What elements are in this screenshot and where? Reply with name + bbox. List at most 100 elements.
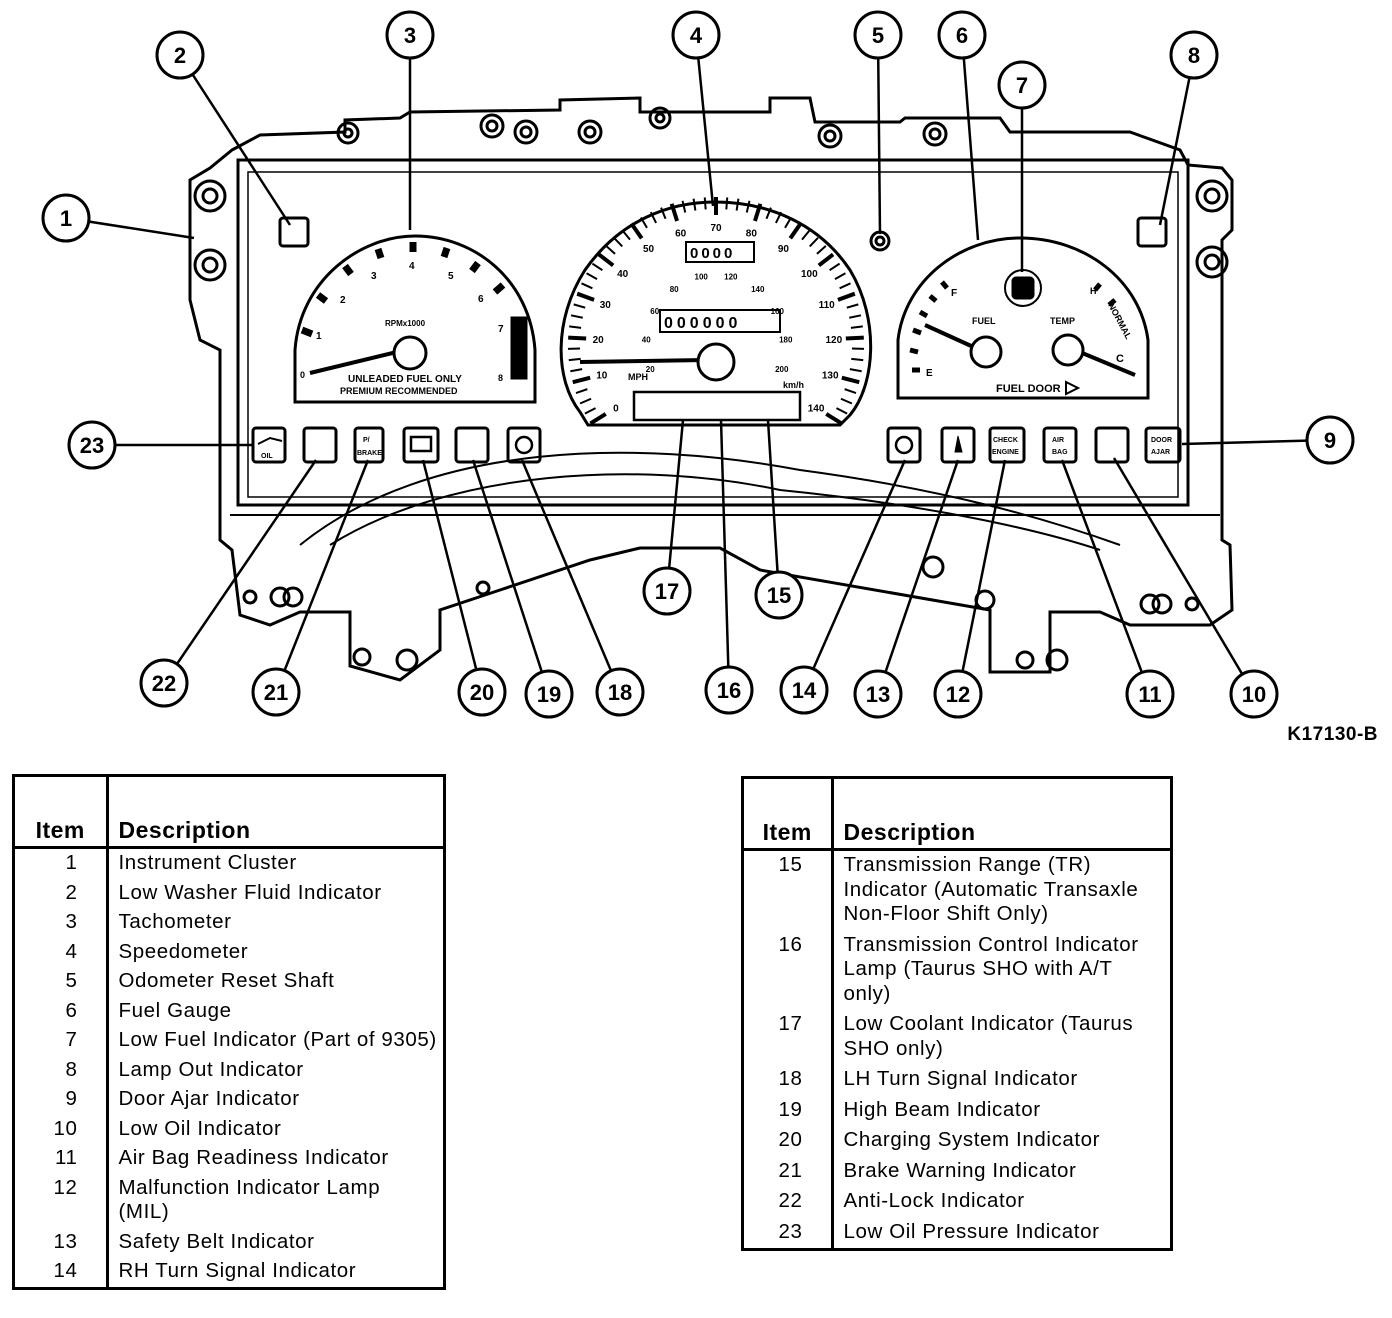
legend-header-description: Description xyxy=(832,779,1170,851)
legend-header-item: Item xyxy=(15,777,109,849)
fuel-f-label: F xyxy=(951,288,957,299)
fuel-door-label: FUEL DOOR xyxy=(996,383,1061,395)
speedo-tick xyxy=(839,282,851,290)
speedo-tick xyxy=(681,200,687,213)
legend-item-number: 21 xyxy=(744,1156,834,1187)
mph-tick-label: 130 xyxy=(822,371,839,382)
speedo-tick xyxy=(735,198,740,211)
svg-text:9: 9 xyxy=(1324,428,1336,453)
legend-item-number: 17 xyxy=(744,1010,834,1065)
legend-item-description: Air Bag Readiness Indicator xyxy=(118,1146,389,1169)
speedo-tick xyxy=(669,203,679,222)
kmh-tick-label: 60 xyxy=(650,307,659,316)
speedo-tick xyxy=(850,325,863,329)
mph-tick-label: 30 xyxy=(600,300,612,311)
anti-lock-lamp xyxy=(302,426,338,464)
legend-item-number: 10 xyxy=(15,1114,109,1144)
high-beam-lamp xyxy=(454,426,490,464)
legend-item-number: 19 xyxy=(744,1095,834,1126)
speedo-tick xyxy=(765,207,772,220)
speedo-tick xyxy=(568,335,587,341)
legend-item-description: High Beam Indicator xyxy=(843,1097,1041,1121)
callout-19: 19 xyxy=(524,669,574,719)
callout-2: 2 xyxy=(155,30,205,80)
speedo-tick xyxy=(801,229,811,241)
door-ajar-lamp xyxy=(1144,426,1182,464)
speedo-tick xyxy=(649,211,657,224)
svg-text:13: 13 xyxy=(866,682,890,707)
mph-tick-label: 100 xyxy=(801,269,818,280)
speedo-tick xyxy=(846,303,859,309)
speedo-tick xyxy=(817,252,835,268)
legend-item-description: Transmission Control Indicator Lamp (Tau… xyxy=(843,932,1139,1005)
kmh-tick-label: 200 xyxy=(775,365,789,374)
callout-4: 4 xyxy=(671,10,721,60)
fuel-note-2: PREMIUM RECOMMENDED xyxy=(340,386,458,396)
kmh-tick-label: 100 xyxy=(695,273,709,282)
svg-text:2: 2 xyxy=(174,43,186,68)
mph-tick-label: 140 xyxy=(808,404,825,415)
lamp-door-text-2: AJAR xyxy=(1151,449,1170,456)
legend-item-description: Fuel Gauge xyxy=(118,998,232,1022)
speedo-tick xyxy=(844,388,857,394)
tach-tick-8: 8 xyxy=(498,373,503,383)
legend-item-number: 9 xyxy=(15,1085,109,1115)
callout-16: 16 xyxy=(704,665,754,715)
legend-item-number: 4 xyxy=(15,937,109,967)
legend-item-description: Low Oil Indicator xyxy=(118,1116,282,1140)
tach-tick-0: 0 xyxy=(300,370,305,380)
kmh-tick-label: 180 xyxy=(779,336,793,345)
tach-tick-1: 1 xyxy=(316,331,322,342)
speedo-tick xyxy=(569,325,582,329)
speedo-tick xyxy=(584,407,596,415)
svg-text:8: 8 xyxy=(1188,43,1200,68)
legend-item-number: 8 xyxy=(15,1055,109,1085)
svg-text:18: 18 xyxy=(608,680,632,705)
brake-warning-lamp xyxy=(353,426,385,464)
legend-item-description: Tachometer xyxy=(118,910,232,933)
speedo-tick xyxy=(570,314,583,319)
callout-9: 9 xyxy=(1305,415,1355,465)
fuel-label: FUEL xyxy=(972,316,996,326)
trip-odometer: 0000 xyxy=(690,245,735,262)
callout-1: 1 xyxy=(41,193,91,243)
speedo-tick xyxy=(829,262,841,272)
speedo-tick xyxy=(834,272,846,280)
lamp-oil-text: OIL xyxy=(261,453,273,460)
legend-item-description: LH Turn Signal Indicator xyxy=(843,1067,1078,1090)
speedo-tick xyxy=(605,245,616,255)
charging-system-lamp xyxy=(402,426,440,464)
air-bag-lamp xyxy=(1042,426,1078,464)
legend-row: 19 High Beam Indicator xyxy=(744,1095,1170,1126)
odometer-reset-shaft xyxy=(869,230,891,252)
svg-text:7: 7 xyxy=(1016,73,1028,98)
speedo-tick xyxy=(841,375,860,385)
callouts: 1 2 3 4 5 6 7 8 9 10 11 12 13 14 15 16 1… xyxy=(41,10,1355,719)
speedo-tick xyxy=(568,357,581,362)
lamp-airbag-text-1: AIR xyxy=(1052,437,1064,444)
rh-turn-signal-lamp xyxy=(886,426,922,464)
temp-normal-label: NORMAL xyxy=(1106,301,1134,341)
speedo-tick xyxy=(591,262,603,272)
speedo-tick xyxy=(849,314,862,319)
speedo-tick xyxy=(703,197,707,210)
callout-20: 20 xyxy=(457,667,507,717)
legend-header-description: Description xyxy=(107,777,443,849)
kmh-tick-label: 120 xyxy=(724,273,738,282)
speedo-tick xyxy=(573,303,586,309)
svg-text:14: 14 xyxy=(792,678,817,703)
lamp-out-lamp xyxy=(1136,216,1168,248)
legend-item-description: Low Coolant Indicator (Taurus SHO only) xyxy=(843,1012,1134,1060)
